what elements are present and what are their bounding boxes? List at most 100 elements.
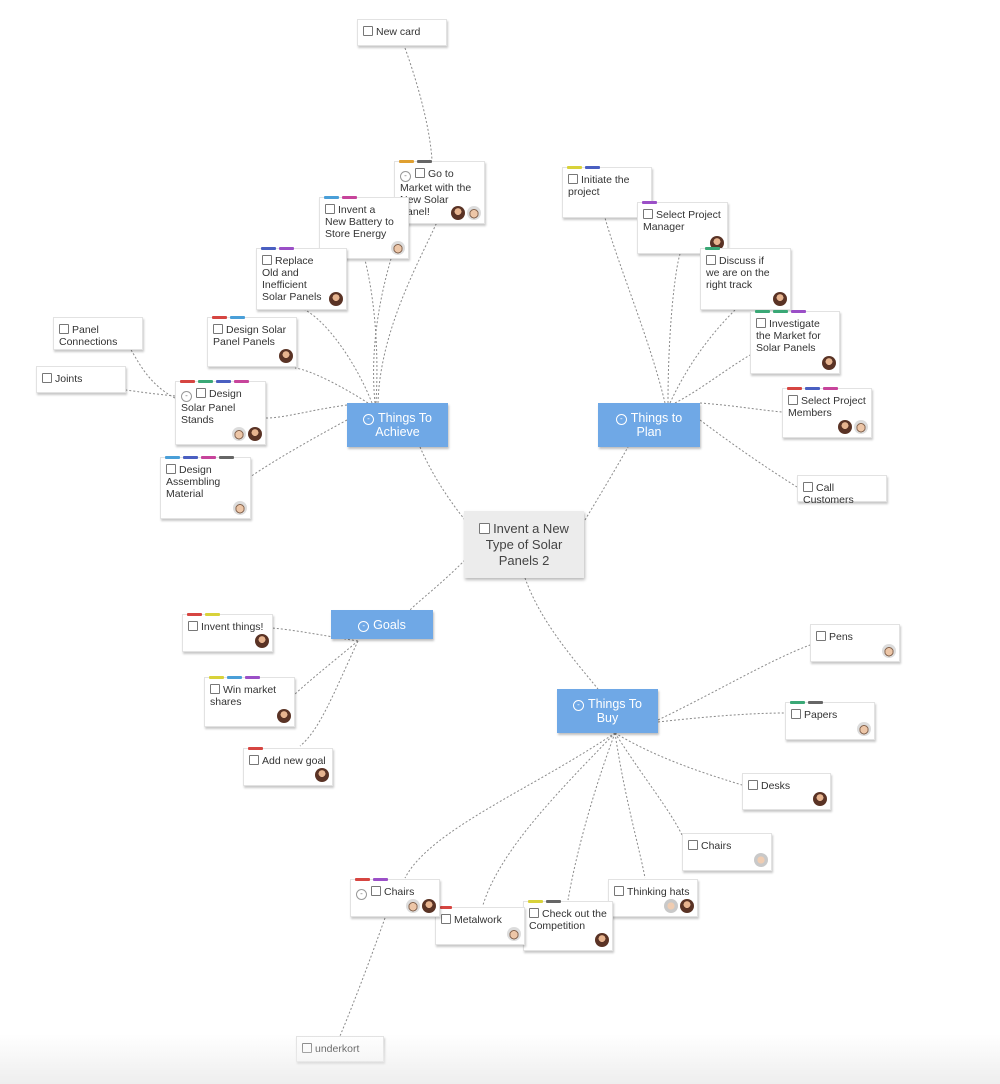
card-members xyxy=(451,206,481,220)
collapse-icon[interactable]: - xyxy=(358,620,370,632)
card-members xyxy=(857,722,871,736)
card-design-panels[interactable]: Design Solar Panel Panels xyxy=(207,316,297,367)
card-invent-battery[interactable]: Invent a New Battery to Store Energy xyxy=(319,196,409,259)
checkbox-icon[interactable] xyxy=(788,395,798,405)
card-call-customers[interactable]: Call Customers xyxy=(797,475,887,506)
checkbox-icon[interactable] xyxy=(213,324,223,334)
card-members xyxy=(813,792,827,806)
checkbox-icon[interactable] xyxy=(59,324,69,334)
avatar-icon xyxy=(680,899,694,913)
collapse-icon[interactable]: - xyxy=(356,889,367,900)
card-labels xyxy=(755,310,806,313)
card-chairs-right[interactable]: Chairs xyxy=(682,833,772,871)
root-card[interactable]: Invent a New Type of Solar Panels 2 xyxy=(464,511,584,578)
card-labels xyxy=(528,900,561,903)
card-design-stands[interactable]: -Design Solar Panel Stands xyxy=(175,380,266,445)
card-title: Panel Connections xyxy=(59,324,118,348)
checkbox-icon[interactable] xyxy=(706,255,716,265)
card-invent-things[interactable]: Invent things! xyxy=(182,613,273,652)
avatar-icon xyxy=(315,768,329,782)
checkbox-icon[interactable] xyxy=(42,373,52,383)
card-metalwork[interactable]: Metalwork xyxy=(435,906,525,945)
checkbox-icon[interactable] xyxy=(249,755,259,765)
card-labels xyxy=(165,456,234,459)
checkbox-icon[interactable] xyxy=(363,26,373,36)
avatar-icon xyxy=(391,241,405,255)
checkbox-icon[interactable] xyxy=(688,840,698,850)
checkbox-icon[interactable] xyxy=(441,914,451,924)
avatar-icon xyxy=(507,927,521,941)
card-replace-old[interactable]: Replace Old and Inefficient Solar Panels xyxy=(256,247,347,310)
card-labels xyxy=(355,878,388,881)
card-labels xyxy=(567,166,600,169)
card-members xyxy=(315,768,329,782)
collapse-icon[interactable]: - xyxy=(400,171,411,182)
card-members xyxy=(232,427,262,441)
avatar-icon xyxy=(233,501,247,515)
checkbox-icon[interactable] xyxy=(415,168,425,178)
card-labels xyxy=(324,196,357,199)
avatar-icon xyxy=(248,427,262,441)
card-desks[interactable]: Desks xyxy=(742,773,831,810)
checkbox-icon[interactable] xyxy=(166,464,176,474)
card-select-pm[interactable]: Select Project Manager xyxy=(637,201,728,254)
card-chairs-left[interactable]: -Chairs xyxy=(350,878,440,917)
card-members xyxy=(391,241,405,255)
group-things-to-achieve[interactable]: -Things To Achieve xyxy=(347,403,448,447)
card-new-card[interactable]: New card xyxy=(357,19,447,46)
checkbox-icon[interactable] xyxy=(803,482,813,492)
avatar-icon xyxy=(277,709,291,723)
checkbox-icon[interactable] xyxy=(371,886,381,896)
card-investigate-market[interactable]: Investigate the Market for Solar Panels xyxy=(750,310,840,374)
card-panel-connections[interactable]: Panel Connections xyxy=(53,317,143,350)
checkbox-icon[interactable] xyxy=(188,621,198,631)
card-title: Initiate the project xyxy=(568,174,630,198)
group-title: Things to Plan xyxy=(630,411,683,439)
card-labels xyxy=(705,247,720,250)
card-members xyxy=(822,356,836,370)
checkbox-icon[interactable] xyxy=(643,209,653,219)
card-title: Papers xyxy=(804,709,838,721)
card-title: Design Solar Panel Panels xyxy=(213,324,287,348)
card-labels xyxy=(399,160,432,163)
checkbox-icon[interactable] xyxy=(791,709,801,719)
card-pens[interactable]: Pens xyxy=(810,624,900,662)
collapse-icon[interactable]: - xyxy=(615,414,627,425)
avatar-icon xyxy=(664,899,678,913)
card-title: Select Project Manager xyxy=(643,209,721,233)
checkbox-icon[interactable] xyxy=(529,908,539,918)
checkbox-icon[interactable] xyxy=(756,318,766,328)
card-thinking-hats[interactable]: Thinking hats xyxy=(608,879,698,917)
checkbox-icon[interactable] xyxy=(210,684,220,694)
card-joints[interactable]: Joints xyxy=(36,366,126,393)
checkbox-icon[interactable] xyxy=(479,522,491,534)
group-things-to-buy[interactable]: -Things To Buy xyxy=(557,689,658,733)
checkbox-icon[interactable] xyxy=(196,388,206,398)
collapse-icon[interactable]: - xyxy=(181,391,192,402)
card-members xyxy=(754,853,768,867)
card-members xyxy=(255,634,269,648)
card-check-competition[interactable]: Check out the Competition xyxy=(523,900,613,951)
group-goals[interactable]: -Goals xyxy=(331,610,433,639)
card-discuss-track[interactable]: Discuss if we are on the right track xyxy=(700,247,791,310)
card-members xyxy=(329,292,343,306)
card-add-goal[interactable]: Add new goal xyxy=(243,747,333,786)
collapse-icon[interactable]: - xyxy=(573,700,585,711)
card-papers[interactable]: Papers xyxy=(785,701,875,740)
checkbox-icon[interactable] xyxy=(748,780,758,790)
collapse-icon[interactable]: - xyxy=(363,414,375,425)
card-labels xyxy=(248,747,263,750)
card-design-assembling[interactable]: Design Assembling Material xyxy=(160,456,251,519)
group-things-to-plan[interactable]: -Things to Plan xyxy=(598,403,700,447)
card-select-members[interactable]: Select Project Members xyxy=(782,387,872,438)
checkbox-icon[interactable] xyxy=(262,255,272,265)
card-labels xyxy=(212,316,245,319)
avatar-icon xyxy=(882,644,896,658)
checkbox-icon[interactable] xyxy=(816,631,826,641)
checkbox-icon[interactable] xyxy=(325,204,335,214)
avatar-icon xyxy=(255,634,269,648)
card-win-market[interactable]: Win market shares xyxy=(204,676,295,727)
checkbox-icon[interactable] xyxy=(614,886,624,896)
checkbox-icon[interactable] xyxy=(568,174,578,184)
